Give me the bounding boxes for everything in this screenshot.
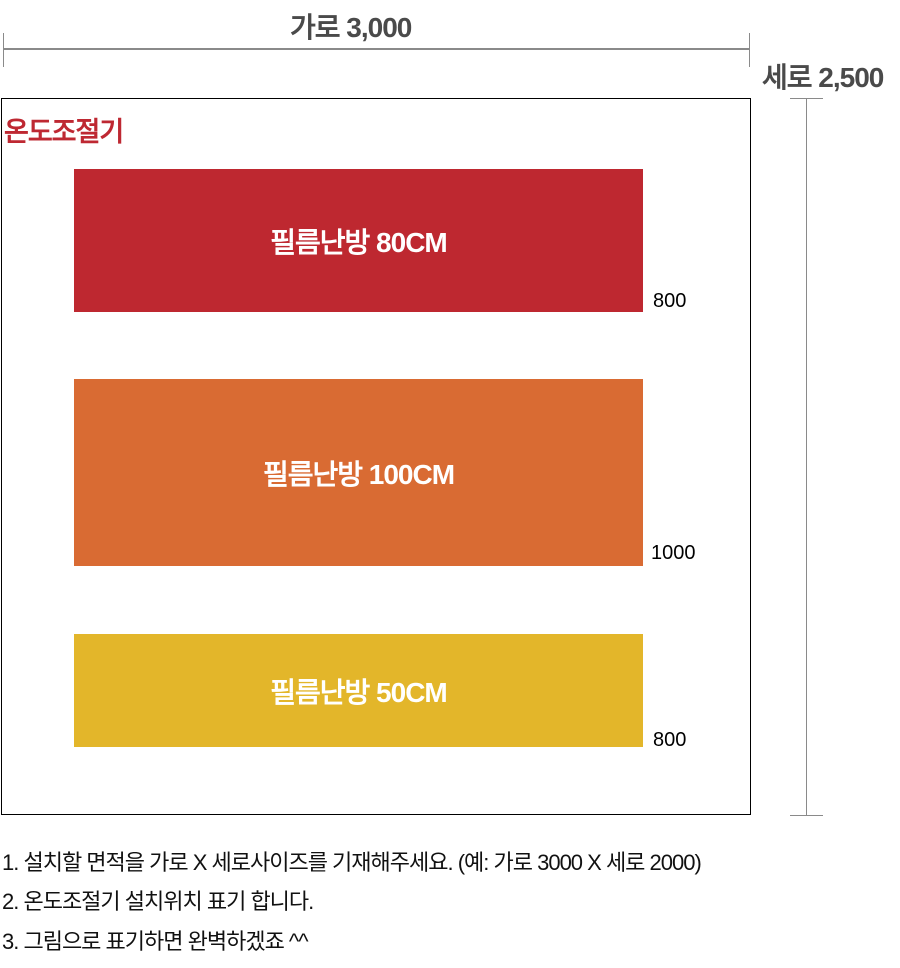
height-dimension-line [806, 98, 807, 816]
width-dimension-tick-right [749, 33, 750, 67]
heater-label: 필름난방 50CM [270, 676, 448, 708]
thermostat-label: 온도조절기 [4, 117, 124, 147]
width-dimension-tick-left [3, 33, 4, 67]
width-dimension-line [3, 48, 750, 50]
note-2: 2. 온도조절기 설치위치 표기 합니다. [2, 889, 314, 914]
heater-label: 필름난방 80CM [270, 226, 448, 258]
note-1: 1. 설치할 면적을 가로 X 세로사이즈를 기재해주세요. (예: 가로 30… [2, 850, 702, 875]
heater-100cm: 필름난방 100CM [74, 379, 643, 566]
width-dimension-label: 가로 3,000 [290, 12, 412, 43]
heater-size: 1000 [651, 542, 696, 564]
height-dimension-label: 세로 2,500 [762, 62, 884, 93]
note-3: 3. 그림으로 표기하면 완벽하겠죠 ^^ [2, 929, 309, 954]
heater-label: 필름난방 100CM [262, 458, 455, 490]
heater-size: 800 [653, 290, 687, 312]
room-outline [1, 98, 751, 815]
heater-50cm: 필름난방 50CM [74, 634, 643, 747]
height-dimension-tick-top [790, 98, 823, 99]
height-dimension-tick-bottom [790, 815, 823, 816]
heater-size: 800 [653, 729, 687, 751]
heater-80cm: 필름난방 80CM [74, 169, 643, 312]
